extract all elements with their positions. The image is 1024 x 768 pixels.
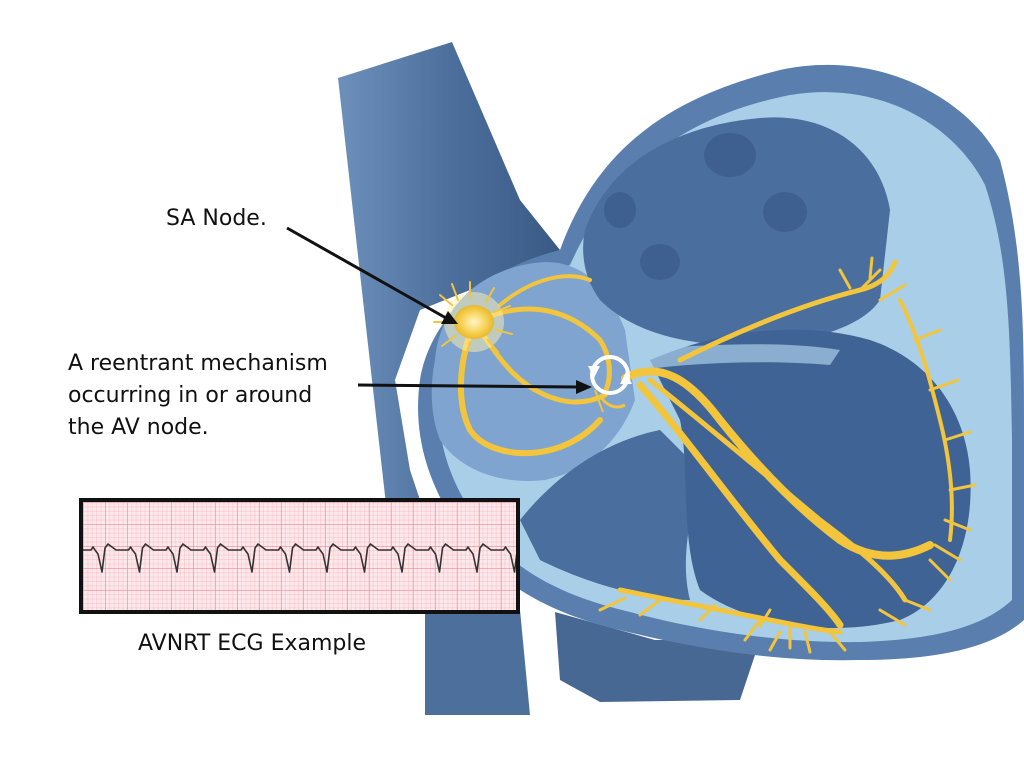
reentrant-mechanism-label: A reentrant mechanism occurring in or ar… (68, 348, 328, 444)
pulmonary-vein-2 (763, 192, 807, 232)
reentrant-label-line-1: A reentrant mechanism (68, 351, 328, 376)
ecg-trace (83, 543, 516, 573)
left-ventricle (650, 329, 971, 629)
sa-node (433, 281, 513, 357)
pulmonary-vein-4 (604, 192, 636, 228)
reentrant-label-line-2: occurring in or around (68, 383, 313, 408)
right-ventricle (520, 430, 700, 600)
sa-node-arrow (286, 226, 458, 324)
av-node-reentry-loop (588, 355, 632, 413)
av-node-arrow (357, 380, 592, 394)
pulmonary-vein-1 (704, 133, 756, 177)
lower-vessel (555, 612, 760, 702)
left-atrium (583, 117, 890, 345)
superior-vena-cava (338, 42, 560, 560)
septum (630, 344, 840, 370)
pulmonary-vein-3 (640, 244, 680, 280)
ecg-caption: AVNRT ECG Example (138, 631, 367, 656)
sa-node-label: SA Node. (166, 206, 267, 231)
conduction-system (458, 256, 977, 654)
reentrant-label-line-3: the AV node. (68, 415, 209, 440)
ecg-strip (79, 498, 520, 614)
